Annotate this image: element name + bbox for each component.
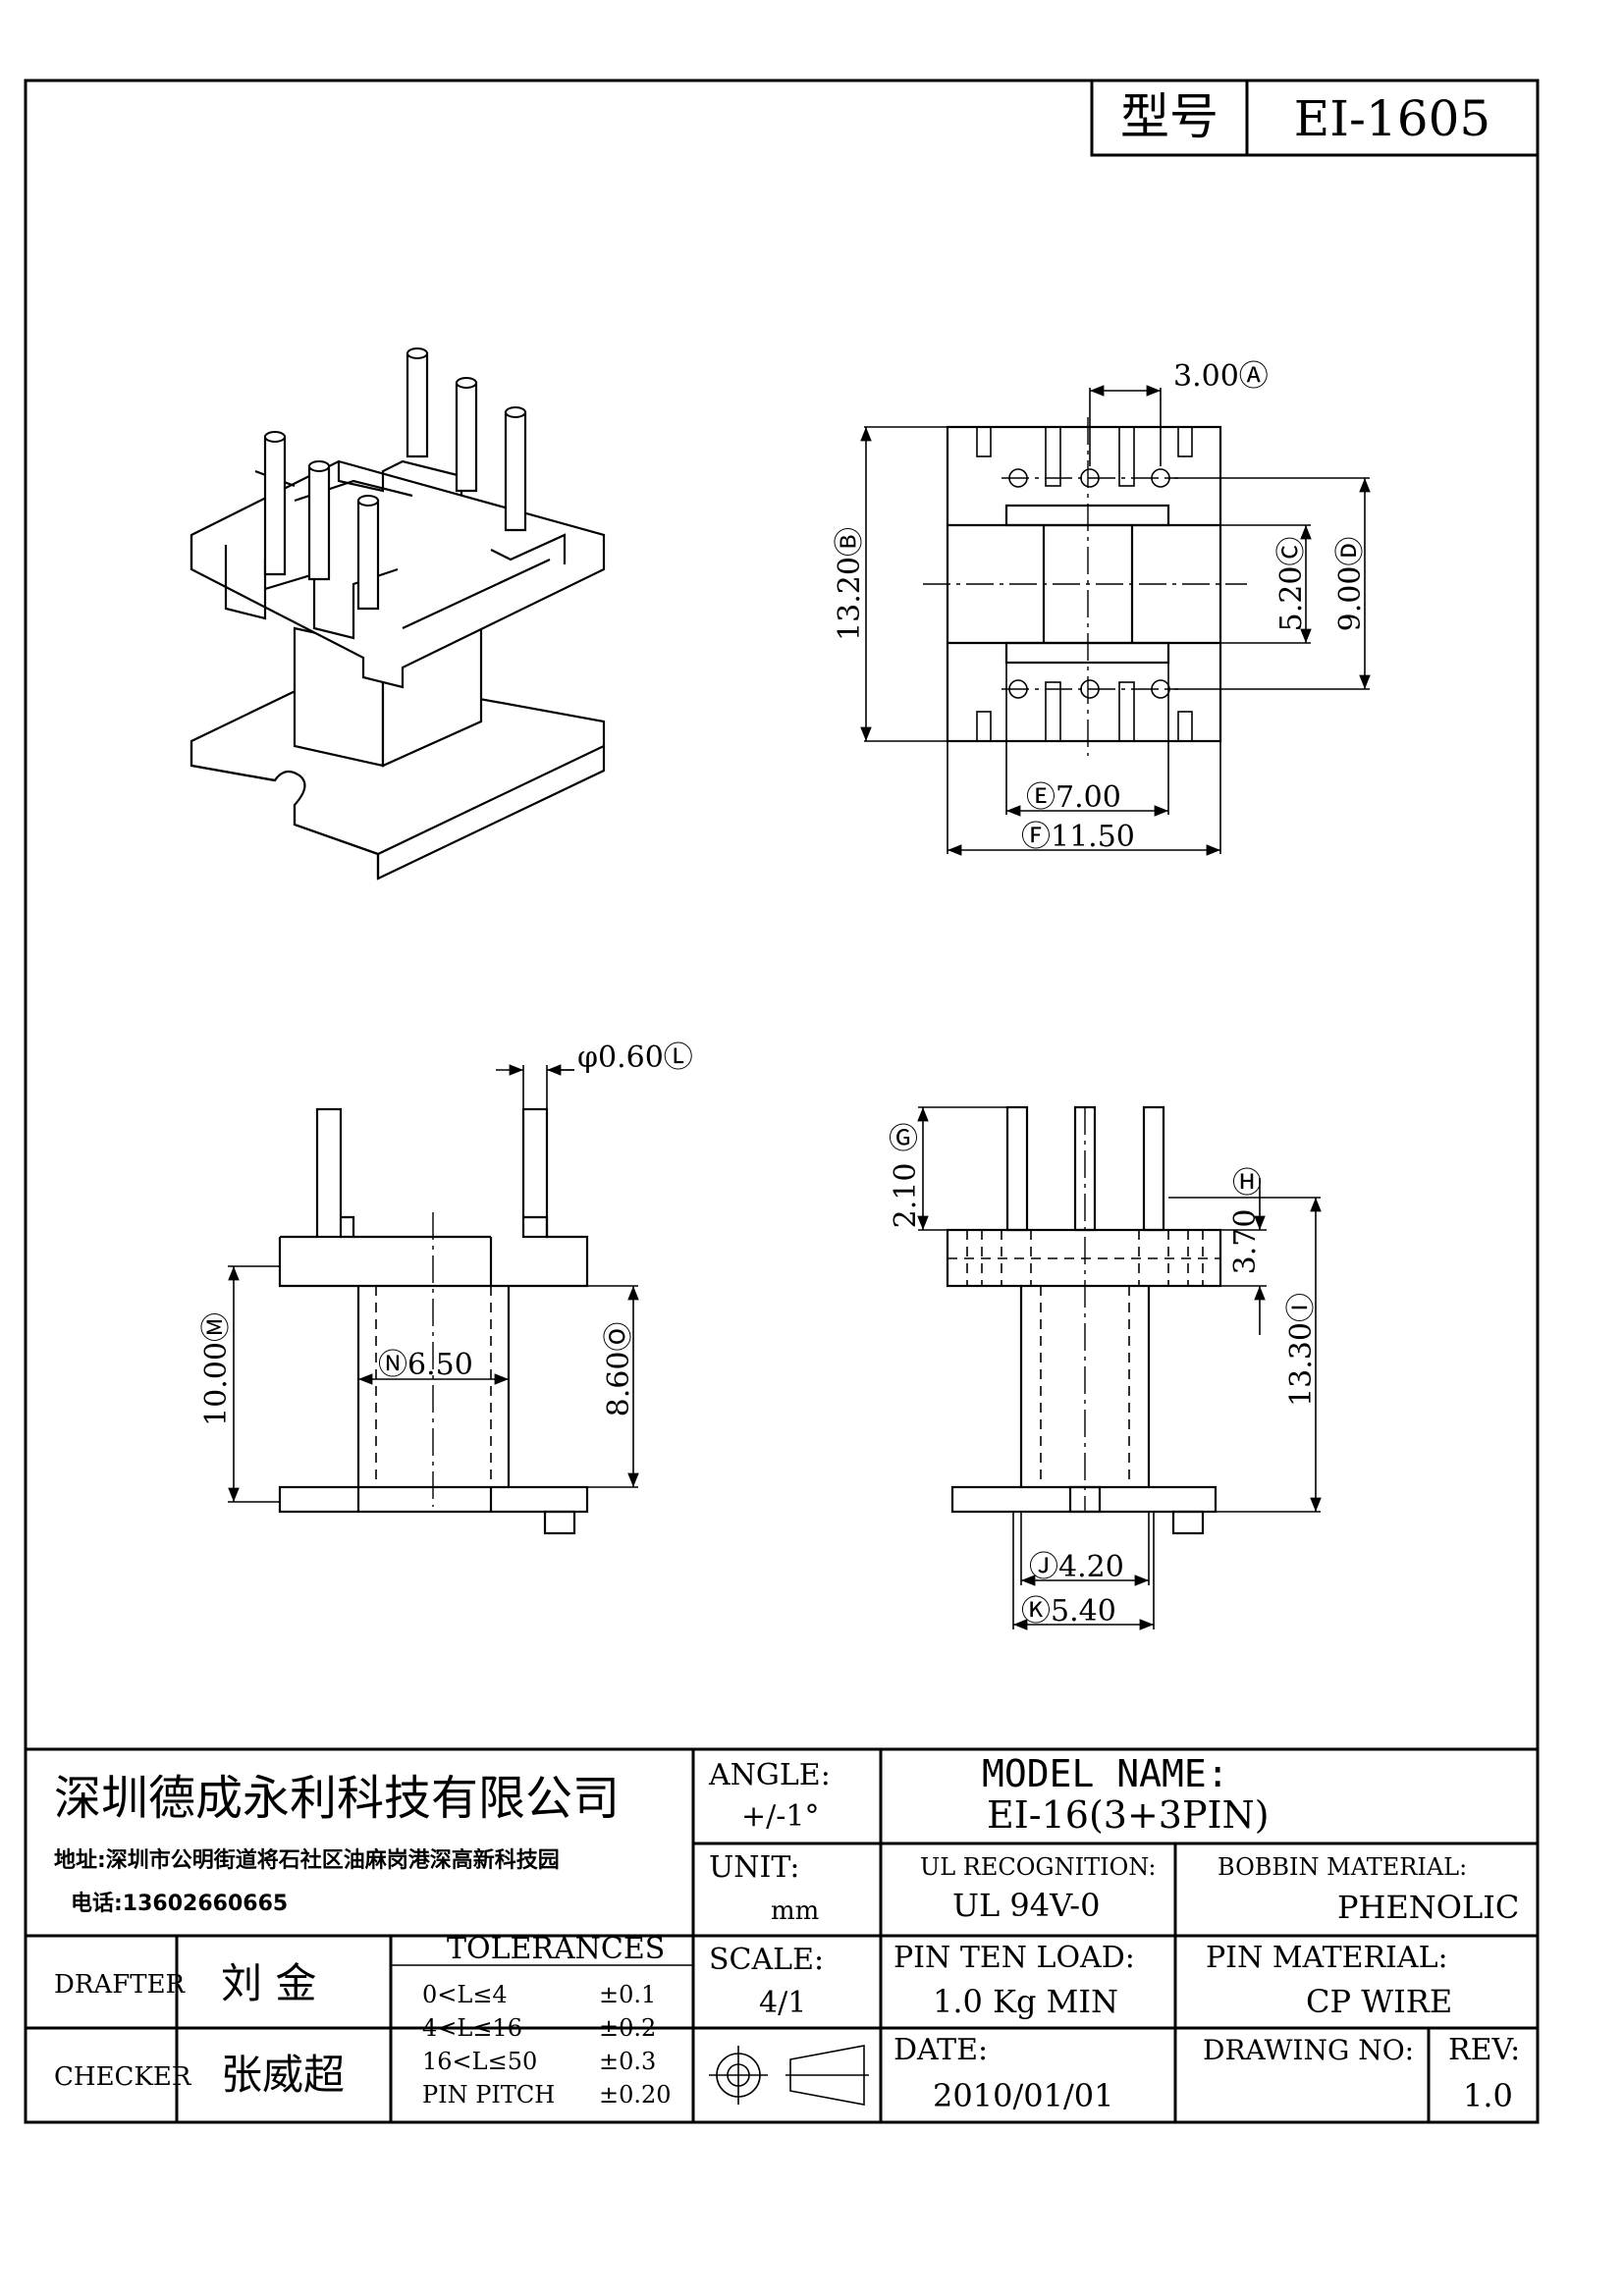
top-view: 3.00Ⓐ 13.20Ⓑ 5.20Ⓒ 9.00Ⓓ Ⓔ7.00 Ⓕ11.50 xyxy=(833,359,1371,856)
isometric-view xyxy=(189,347,606,881)
tolerance-value-2: ±0.2 xyxy=(599,2014,656,2042)
front-view: φ0.60Ⓛ 10.00Ⓜ Ⓝ6.50 8.60Ⓞ xyxy=(199,1041,693,1535)
pin-material-label: PIN MATERIAL: xyxy=(1206,1941,1448,1975)
dim-j: Ⓙ4.20 xyxy=(1029,1550,1124,1584)
bobbin-material-label: BOBBIN MATERIAL: xyxy=(1218,1853,1467,1881)
company-phone: 电话:13602660665 xyxy=(71,1892,288,1916)
dim-m: 10.00Ⓜ xyxy=(199,1312,234,1426)
pin-material-value: CP WIRE xyxy=(1306,1983,1452,2020)
drafter-value: 刘 金 xyxy=(221,1959,316,2007)
tolerances-label: TOLERANCES xyxy=(447,1932,665,1966)
dim-d: 9.00Ⓓ xyxy=(1333,537,1368,632)
dim-o: 8.60Ⓞ xyxy=(602,1322,636,1417)
tolerance-range-2: 4<L≤16 xyxy=(422,2014,522,2042)
angle-value: +/-1° xyxy=(741,1799,819,1834)
dim-a: 3.00Ⓐ xyxy=(1173,359,1269,394)
date-label: DATE: xyxy=(893,2033,988,2067)
dim-g-mark: Ⓖ xyxy=(889,1122,918,1156)
dim-c: 5.20Ⓒ xyxy=(1274,537,1309,632)
dim-i: 13.30Ⓘ xyxy=(1284,1293,1319,1407)
model-name-label: MODEL NAME: xyxy=(982,1752,1229,1795)
tolerance-range-4: PIN PITCH xyxy=(422,2081,555,2109)
model-label: 型号 xyxy=(1120,88,1218,145)
angle-label: ANGLE: xyxy=(708,1758,831,1792)
company-address: 地址:深圳市公明街道将石社区油麻岗港深高新科技园 xyxy=(54,1847,560,1873)
company-name: 深圳德成永利科技有限公司 xyxy=(54,1771,620,1826)
tolerance-value-3: ±0.3 xyxy=(599,2048,656,2075)
date-value: 2010/01/01 xyxy=(933,2077,1113,2114)
model-value: EI-1605 xyxy=(1294,90,1490,147)
dim-e: Ⓔ7.00 xyxy=(1026,780,1121,815)
tolerance-value-4: ±0.20 xyxy=(599,2081,672,2109)
pin-load-label: PIN TEN LOAD: xyxy=(893,1941,1135,1975)
dim-h-value: 3.70 xyxy=(1228,1209,1263,1275)
scale-label: SCALE: xyxy=(709,1943,824,1977)
ul-label: UL RECOGNITION: xyxy=(920,1853,1156,1881)
model-name-value: EI-16(3+3PIN) xyxy=(987,1793,1270,1837)
dim-l: φ0.60Ⓛ xyxy=(577,1041,693,1075)
dim-k: Ⓚ5.40 xyxy=(1021,1594,1116,1629)
side-view: Ⓖ 2.10 Ⓗ 3.70 13.30Ⓘ Ⓙ4.20 Ⓚ5.40 xyxy=(889,1105,1322,1630)
drawing-frame xyxy=(24,79,1540,2124)
dim-f: Ⓕ11.50 xyxy=(1021,820,1135,854)
dim-b: 13.20Ⓑ xyxy=(833,527,867,641)
ul-value: UL 94V-0 xyxy=(952,1887,1100,1924)
bobbin-material-value: PHENOLIC xyxy=(1337,1889,1519,1926)
rev-value: 1.0 xyxy=(1463,2077,1513,2114)
rev-label: REV: xyxy=(1448,2033,1520,2067)
unit-label: UNIT: xyxy=(709,1850,799,1885)
tolerance-range-3: 16<L≤50 xyxy=(422,2048,537,2075)
checker-label: CHECKER xyxy=(54,2062,192,2092)
scale-value: 4/1 xyxy=(759,1986,806,2020)
title-block: 深圳德成永利科技有限公司 地址:深圳市公明街道将石社区油麻岗港深高新科技园 电话… xyxy=(26,1747,1538,2122)
model-header-box: 型号 EI-1605 xyxy=(1090,79,1540,157)
pin-load-value: 1.0 Kg MIN xyxy=(933,1983,1118,2020)
drawing-no-label: DRAWING NO: xyxy=(1203,2034,1414,2066)
dim-g-value: 2.10 xyxy=(889,1163,923,1229)
tolerance-range-1: 0<L≤4 xyxy=(422,1981,508,2008)
drafter-label: DRAFTER xyxy=(54,1970,187,2000)
dim-h-mark: Ⓗ xyxy=(1232,1166,1262,1201)
checker-value: 张威超 xyxy=(221,2051,345,2099)
dim-n: Ⓝ6.50 xyxy=(378,1348,473,1382)
projection-symbol-icon xyxy=(709,2045,869,2106)
tolerance-value-1: ±0.1 xyxy=(599,1981,656,2008)
unit-value: mm xyxy=(771,1896,819,1926)
